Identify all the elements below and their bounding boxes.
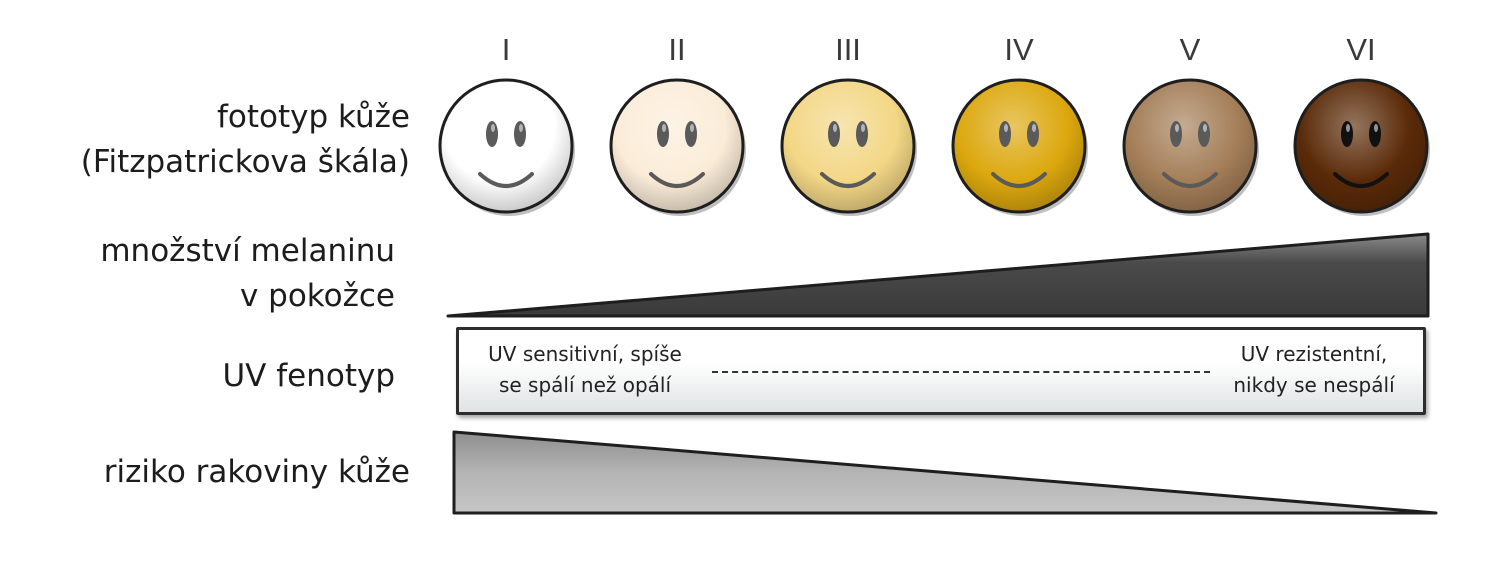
face-circle: [438, 78, 574, 214]
face-eye: [856, 121, 868, 147]
uv-resistant-text: UV rezistentní, nikdy se nespálí: [1208, 339, 1420, 401]
melanin-label-line1: množství melaninu: [100, 233, 395, 269]
uv-resistant-line2: nikdy se nespálí: [1233, 373, 1395, 397]
phototype-label-line2: (Fitzpatrickova škála): [80, 144, 410, 180]
face-eye: [685, 121, 697, 147]
face-eye: [999, 121, 1011, 147]
face-circle: [1293, 78, 1429, 214]
uv-sensitive-text: UV sensitivní, spíše se spálí než opálí: [462, 339, 708, 401]
uv-resistant-line1: UV rezistentní,: [1240, 342, 1388, 366]
face-eye: [828, 121, 840, 147]
face-type-V: [1122, 78, 1259, 216]
numeral-II: II: [668, 32, 686, 67]
face-circle: [951, 78, 1087, 214]
uv-sensitive-line2: se spálí než opálí: [498, 373, 672, 397]
face-type-VI: [1293, 78, 1430, 216]
face-eye: [1198, 121, 1210, 147]
face-eye: [1170, 121, 1182, 147]
face-eye: [514, 121, 526, 147]
numeral-VI: VI: [1346, 32, 1376, 67]
numeral-IV: IV: [1004, 32, 1034, 67]
face-circle: [780, 78, 916, 214]
face-mouth: [649, 172, 705, 188]
face-eye: [1341, 121, 1353, 147]
numeral-I: I: [501, 32, 511, 67]
face-circle: [1122, 78, 1258, 214]
uv-phenotype-label: UV fenotyp: [222, 358, 395, 394]
melanin-wedge: [446, 232, 1430, 318]
face-type-II: [609, 78, 746, 216]
face-eye: [1369, 121, 1381, 147]
numeral-V: V: [1179, 32, 1201, 67]
face-circle: [609, 78, 745, 214]
face-eye: [657, 121, 669, 147]
uv-sensitive-line1: UV sensitivní, spíše: [488, 342, 682, 366]
face-type-I: [438, 78, 575, 216]
uv-dashed-connector: [712, 371, 1210, 373]
face-mouth: [478, 172, 534, 188]
numeral-III: III: [835, 32, 861, 67]
face-mouth: [991, 172, 1047, 188]
face-mouth: [1162, 172, 1218, 188]
phototype-label-line1: fototyp kůže: [216, 99, 410, 135]
face-mouth: [1333, 172, 1389, 188]
face-mouth: [820, 172, 876, 188]
cancer-risk-label: riziko rakoviny kůže: [103, 454, 410, 490]
phototype-label: fototyp kůže (Fitzpatrickova škála): [80, 95, 410, 185]
cancer-risk-wedge: [452, 430, 1438, 515]
face-eye: [486, 121, 498, 147]
face-type-III: [780, 78, 917, 216]
face-eye: [1027, 121, 1039, 147]
melanin-label: množství melaninu v pokožce: [40, 229, 395, 319]
melanin-label-line2: v pokožce: [239, 278, 395, 314]
face-type-IV: [951, 78, 1088, 216]
